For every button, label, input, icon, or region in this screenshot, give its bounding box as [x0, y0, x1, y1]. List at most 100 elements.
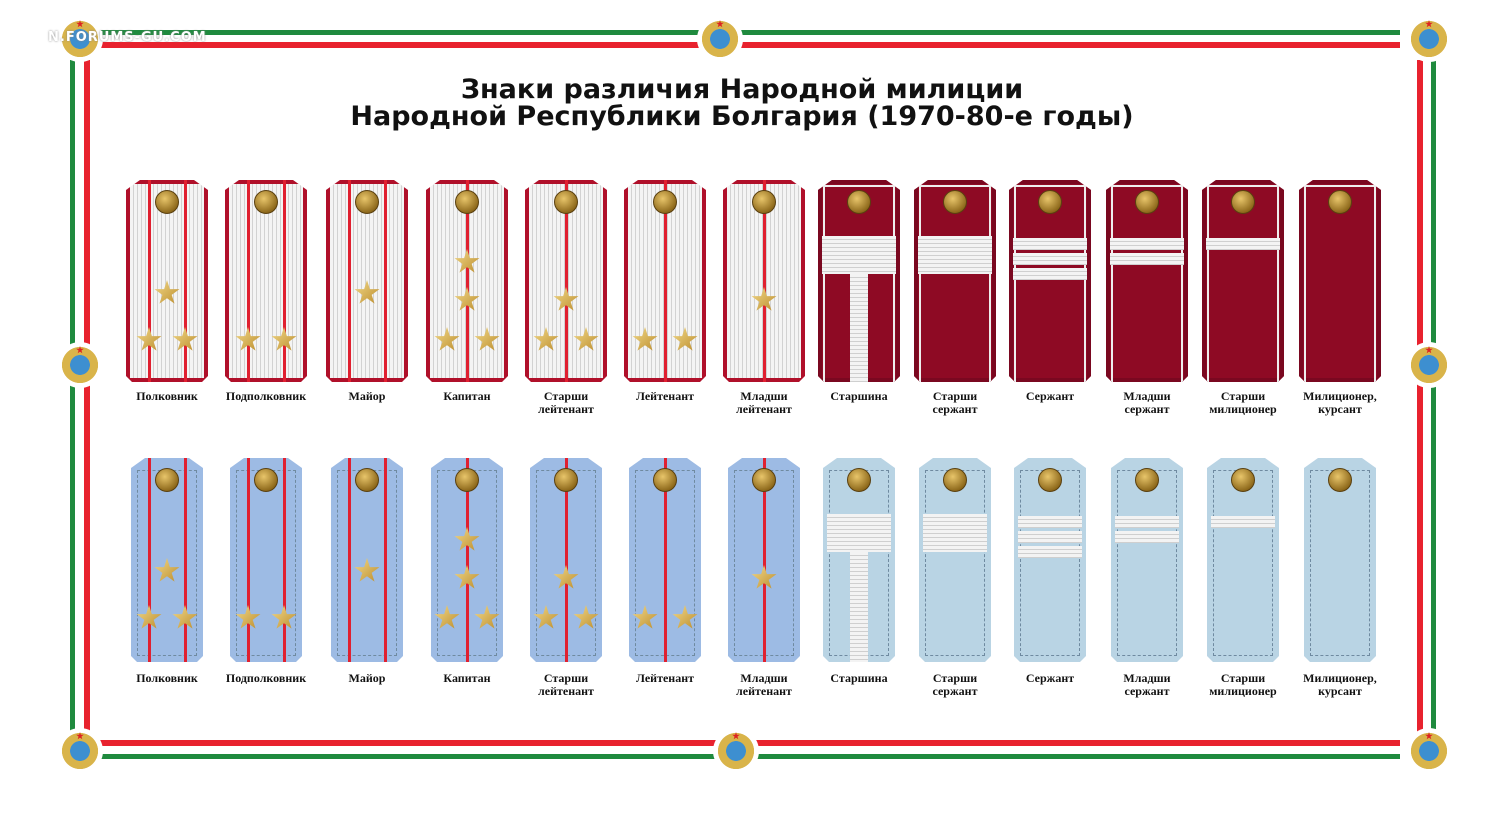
rank-stripe — [918, 236, 992, 274]
rank-label-line: Старши — [1220, 671, 1266, 685]
button-icon — [254, 190, 278, 214]
button-icon — [847, 190, 871, 214]
rank-label-line: сержант — [1124, 684, 1170, 698]
rank-label-line: Милиционер, — [1303, 671, 1377, 685]
rank-label: Полковник — [112, 390, 222, 403]
piping-stripe — [663, 180, 667, 382]
frame-green-left — [70, 60, 75, 740]
button-icon — [1231, 190, 1255, 214]
rank-label-line: курсант — [1318, 684, 1362, 698]
rank-label-line: Старши — [932, 671, 978, 685]
rank-label: Сержант — [995, 672, 1105, 685]
rank-stripe — [1211, 516, 1275, 528]
rank-stripe — [1018, 516, 1082, 528]
coat-of-arms-icon — [57, 342, 103, 388]
rank-label-line: лейтенант — [736, 684, 792, 698]
button-icon — [155, 468, 179, 492]
button-icon — [355, 190, 379, 214]
rank-label: Капитан — [412, 672, 522, 685]
rank-label: Старшина — [804, 390, 914, 403]
rank-label-line: Младши — [740, 389, 788, 403]
rank-label-line: Младши — [1123, 389, 1171, 403]
button-icon — [1231, 468, 1255, 492]
button-icon — [254, 468, 278, 492]
rank-label-line: лейтенант — [538, 684, 594, 698]
rank-stripe — [1013, 253, 1087, 265]
shoulder-board-parade-mladshi-leytenant — [723, 180, 805, 382]
rank-label-line: Старши — [932, 389, 978, 403]
rank-label-line: курсант — [1318, 402, 1362, 416]
piping — [1111, 185, 1183, 382]
rank-label-line: Майор — [348, 389, 386, 403]
rank-stripe — [1013, 268, 1087, 280]
rank-label-line: Подполковник — [225, 671, 307, 685]
piping — [1304, 185, 1376, 382]
rank-label-line: сержант — [932, 402, 978, 416]
rank-label: Милиционер,курсант — [1285, 390, 1395, 416]
shoulder-board-everyday-mladshi-leytenant — [728, 458, 800, 662]
rank-label-line: сержант — [1124, 402, 1170, 416]
shoulder-board-parade-milicioner — [1299, 180, 1381, 382]
button-icon — [1328, 468, 1352, 492]
rank-label: Подполковник — [211, 672, 321, 685]
piping — [919, 185, 991, 382]
title-line-2: Народной Республики Болгария (1970-80-е … — [350, 101, 1134, 132]
rank-label-line: Старши — [543, 389, 589, 403]
shoulder-board-everyday-kapitan — [431, 458, 503, 662]
star-icon — [632, 327, 658, 351]
stitching — [925, 470, 985, 656]
stitching — [1117, 470, 1177, 656]
button-icon — [1038, 190, 1062, 214]
piping-stripe — [564, 458, 568, 662]
rank-label-line: милиционер — [1209, 684, 1277, 698]
rank-stripe — [1115, 531, 1179, 543]
button-icon — [455, 468, 479, 492]
piping-stripe — [148, 458, 151, 662]
rank-stripe — [822, 236, 896, 274]
shoulder-board-everyday-polkovnik — [131, 458, 203, 662]
rank-label: Лейтенант — [610, 390, 720, 403]
piping-stripe — [564, 180, 568, 382]
rank-label: Сержант — [995, 390, 1105, 403]
piping-stripe — [348, 180, 351, 382]
shoulder-board-parade-mladshi-serzhant — [1106, 180, 1188, 382]
rank-label-line: Лейтенант — [635, 671, 695, 685]
shoulder-board-everyday-milicioner — [1304, 458, 1376, 662]
shoulder-board-everyday-serzhant — [1014, 458, 1086, 662]
rank-stripe — [1206, 238, 1280, 250]
piping-stripe — [184, 458, 187, 662]
shoulder-board-everyday-podpolkovnik — [230, 458, 302, 662]
rank-label: Капитан — [412, 390, 522, 403]
rank-stripe — [1110, 253, 1184, 265]
rank-stripe-vertical — [850, 552, 868, 662]
shoulder-board-everyday-mladshi-serzhant — [1111, 458, 1183, 662]
piping-stripe — [384, 180, 387, 382]
watermark: N.FORUMS-GU.COM — [48, 30, 207, 45]
frame-red-top — [100, 42, 1400, 48]
rank-label-line: милиционер — [1209, 402, 1277, 416]
button-icon — [752, 468, 776, 492]
piping-stripe — [762, 458, 766, 662]
shoulder-board-everyday-starshina — [823, 458, 895, 662]
rank-label: Полковник — [112, 672, 222, 685]
shoulder-board-everyday-starshi-serzhant — [919, 458, 991, 662]
button-icon — [943, 468, 967, 492]
rank-label: Милиционер,курсант — [1285, 672, 1395, 698]
shoulder-board-everyday-starshi-milicioner — [1207, 458, 1279, 662]
shoulder-board-parade-podpolkovnik — [225, 180, 307, 382]
coat-of-arms-icon — [697, 16, 743, 62]
frame-green-top — [100, 30, 1400, 35]
coat-of-arms-icon — [1406, 342, 1452, 388]
rank-label-line: сержант — [932, 684, 978, 698]
rank-stripe — [1018, 531, 1082, 543]
button-icon — [554, 468, 578, 492]
button-icon — [554, 190, 578, 214]
rank-label-line: Младши — [740, 671, 788, 685]
piping-stripe — [663, 458, 667, 662]
stitching — [1310, 470, 1370, 656]
rank-label: Подполковник — [211, 390, 321, 403]
